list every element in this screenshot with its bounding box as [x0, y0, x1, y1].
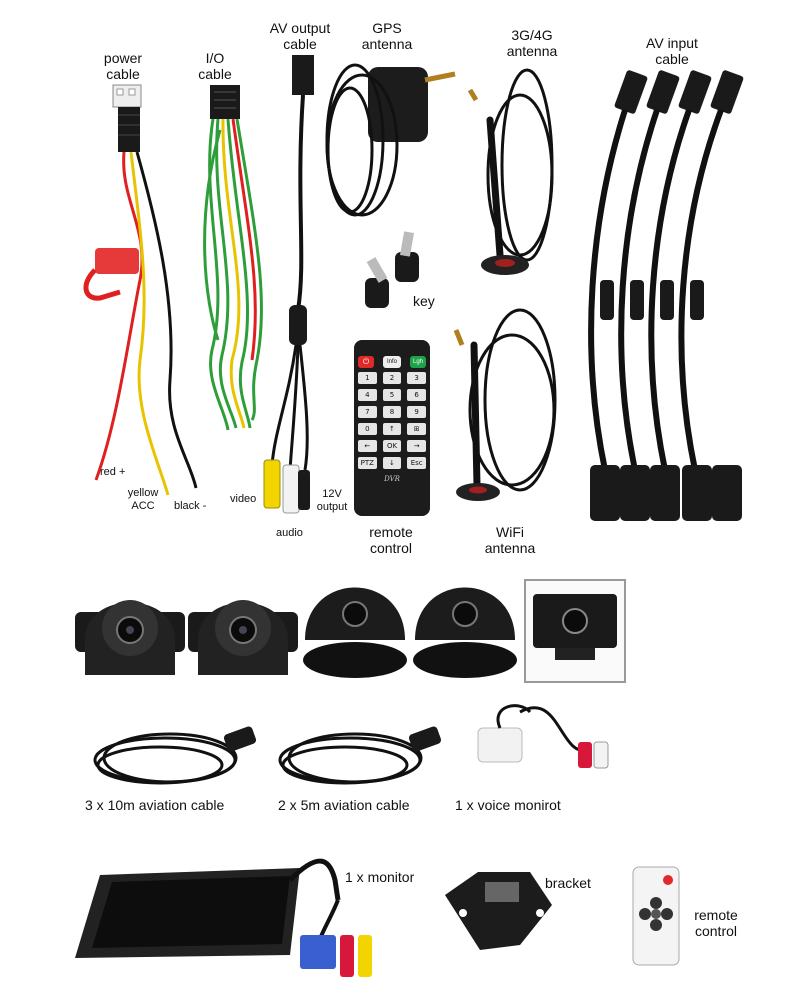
remote-small-power — [663, 875, 673, 885]
bracket-label: bracket — [545, 875, 591, 891]
remote-info-button[interactable]: Info — [383, 356, 401, 368]
side-camera-1 — [75, 600, 185, 675]
remote-up-arrow-icon[interactable]: ↑ — [382, 423, 402, 435]
av-input-cables — [588, 70, 744, 521]
side-camera-2 — [188, 600, 298, 675]
remote-key[interactable]: 6 — [407, 389, 426, 401]
remote-key[interactable]: 4 — [358, 389, 377, 401]
power-cable — [83, 84, 198, 496]
av-input-cable-2 — [618, 70, 680, 521]
remote-ptz-button[interactable]: PTZ — [358, 457, 377, 469]
key-head-2 — [395, 252, 419, 282]
aviation-cable-10m — [93, 726, 257, 785]
io-connector — [210, 85, 240, 119]
gps-antenna-label: GPS antenna — [361, 20, 413, 52]
key-head-1 — [365, 278, 389, 308]
rca-video-plug — [263, 459, 281, 509]
dome-camera-1 — [303, 587, 407, 678]
audio-label: audio — [276, 527, 303, 539]
gps-antenna — [325, 63, 456, 217]
remote-key[interactable]: 7 — [358, 406, 377, 418]
av-input-cable-3 — [648, 70, 712, 521]
red-plus-label: red + — [100, 466, 126, 478]
wifi-antenna-label: WiFi antenna — [484, 524, 536, 556]
voice-monitor-box — [477, 727, 523, 763]
remote-key[interactable]: 1 — [358, 372, 377, 384]
remote-key[interactable]: 2 — [382, 372, 402, 384]
cameras — [75, 579, 626, 683]
monitor-screen — [92, 876, 290, 948]
remote-control-label-1: remote control — [369, 524, 413, 556]
aviation-5m-label: 2 x 5m aviation cable — [278, 797, 410, 813]
av-output-cable-label: AV output cable — [269, 20, 331, 52]
remote-key[interactable]: 3 — [407, 372, 426, 384]
yellow-acc-label: yellow ACC — [127, 487, 159, 512]
remote-key[interactable]: 5 — [382, 389, 402, 401]
keys — [365, 231, 419, 308]
av-input-cable-4 — [678, 70, 744, 521]
remote-key[interactable]: 8 — [382, 406, 402, 418]
vga-connector — [300, 935, 336, 969]
remote-key-grid: 1 2 3 4 5 6 7 8 9 0 ↑ ⊞ ← OK → PTZ ↓ Esc — [358, 372, 426, 469]
voice-monitor-label: 1 x voice monirot — [455, 797, 561, 813]
wifi-antenna — [453, 308, 557, 501]
remote-power-button[interactable]: ⏻ — [358, 356, 374, 368]
remote-right-arrow-icon[interactable]: → — [407, 440, 426, 452]
remote-keypad: ⏻ Info Lgh 1 2 3 4 5 6 7 8 9 0 ↑ ⊞ ← OK … — [358, 356, 426, 483]
av-output-connector — [292, 55, 314, 95]
gps-module — [368, 67, 428, 142]
remote-brand-logo: DVR — [384, 475, 400, 483]
output-12v-label: 12V output — [316, 488, 348, 513]
power-cable-label: power cable — [103, 50, 143, 82]
io-cable-label: I/O cable — [198, 50, 232, 82]
aviation-10m-label: 3 x 10m aviation cable — [85, 797, 225, 813]
remote-key[interactable]: 9 — [407, 406, 426, 418]
remote-down-arrow-icon[interactable]: ↓ — [382, 457, 402, 469]
av-output-cable — [263, 55, 314, 514]
remote-control-small — [632, 866, 680, 966]
antenna-3g4g — [467, 68, 554, 275]
monitor-label: 1 x monitor — [345, 869, 415, 885]
voice-monitor — [477, 704, 609, 769]
remote-esc-button[interactable]: Esc — [407, 457, 426, 469]
key-label: key — [413, 293, 435, 309]
remote-ok-button[interactable]: OK — [382, 440, 402, 452]
dc-12v-plug — [298, 470, 310, 510]
power-plug — [112, 84, 142, 108]
rear-view-camera — [524, 579, 626, 683]
remote-control-label-2: remote control — [694, 907, 738, 939]
black-minus-label: black - — [174, 500, 207, 512]
io-cable — [203, 85, 263, 431]
dome-camera-2 — [413, 587, 517, 678]
remote-light-button[interactable]: Lgh — [410, 356, 426, 368]
video-label: video — [230, 493, 257, 505]
monitor — [75, 858, 372, 977]
remote-grid-icon[interactable]: ⊞ — [407, 423, 426, 435]
av-input-cable-label: AV input cable — [646, 35, 698, 67]
rca-audio-plug — [282, 464, 300, 514]
av-input-cable-1 — [588, 70, 648, 521]
bracket — [445, 872, 552, 950]
remote-left-arrow-icon[interactable]: ← — [358, 440, 377, 452]
aviation-cable-5m — [278, 726, 442, 785]
fuse-holder — [95, 248, 139, 274]
remote-key[interactable]: 0 — [358, 423, 377, 435]
antenna-3g4g-label: 3G/4G antenna — [506, 27, 558, 59]
